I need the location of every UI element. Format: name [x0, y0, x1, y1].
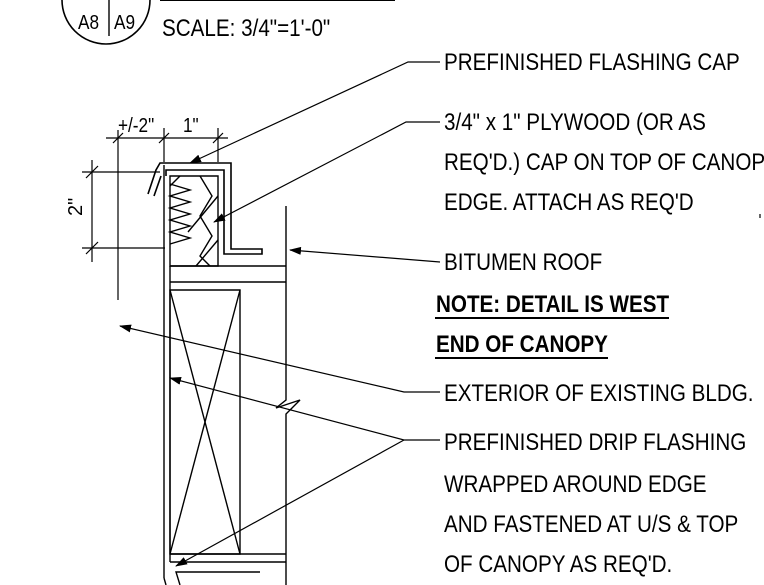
leader-drip-lower — [175, 440, 404, 566]
dim-cap-width-label: 1" — [183, 114, 199, 137]
detail-ref-a: A8 — [78, 11, 99, 34]
leader-drip-upper — [169, 376, 440, 440]
callout-drip-line-2: WRAPPED AROUND EDGE — [444, 471, 707, 498]
callout-plywood-line-3: EDGE. ATTACH AS REQ'D — [444, 189, 694, 216]
detail-title-bubble: A8 A9 — [62, 0, 395, 44]
callout-plywood-line-2: REQ'D.) CAP ON TOP OF CANOPY — [444, 149, 764, 176]
dimension-lines — [82, 128, 228, 300]
callout-exterior-bldg: EXTERIOR OF EXISTING BLDG. — [444, 380, 754, 407]
existing-building-wall — [276, 206, 300, 585]
canopy-framing — [164, 165, 286, 585]
leader-lines — [119, 62, 440, 566]
leader-bitumen — [289, 246, 440, 262]
dim-height-label: 2" — [65, 198, 87, 216]
callout-drip-line-4: OF CANOPY AS REQ'D. — [444, 551, 672, 578]
plywood-cap-block — [170, 176, 218, 266]
note-line-2: END OF CANOPY — [436, 331, 608, 358]
leader-exterior — [119, 324, 440, 392]
callout-flashing-cap: PREFINISHED FLASHING CAP — [444, 49, 740, 76]
callout-plywood-line-1: 3/4" x 1" PLYWOOD (OR AS — [444, 109, 706, 136]
leader-plywood — [213, 122, 440, 222]
flashing-cap — [148, 163, 262, 254]
callout-drip-line-3: AND FASTENED AT U/S & TOP — [444, 511, 738, 538]
callout-drip-line-1: PREFINISHED DRIP FLASHING — [444, 429, 746, 456]
scale-label: SCALE: 3/4"=1'-0" — [162, 15, 330, 42]
dim-overhang-label: +/-2" — [118, 114, 154, 137]
callout-bitumen-roof: BITUMEN ROOF — [444, 249, 602, 276]
note-line-1: NOTE: DETAIL IS WEST — [436, 291, 669, 318]
detail-ref-b: A9 — [114, 11, 135, 34]
leader-flashing-cap — [189, 62, 440, 163]
